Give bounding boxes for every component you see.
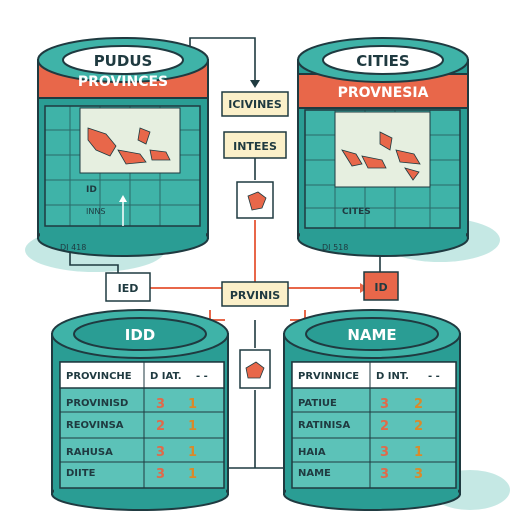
arrow-head-down (250, 80, 260, 88)
name-row1-a: 3 (380, 397, 389, 412)
name-row3-name: HAIA (298, 447, 326, 458)
idd-title: IDD (125, 326, 155, 344)
tag-prvinis[interactable] (221, 281, 289, 307)
idd-row1-name: PROVINISD (66, 398, 128, 409)
idd-row4-b: 1 (188, 467, 197, 482)
provinces-id-label: ID (86, 185, 97, 195)
cities-title: CITIES (356, 52, 409, 70)
idd-row1-a: 3 (156, 397, 165, 412)
tag-icivines[interactable] (221, 91, 289, 117)
name-row4-name: NAME (298, 468, 331, 479)
tag-intees[interactable] (223, 131, 287, 159)
cylinder-idd[interactable] (51, 309, 229, 511)
name-header-col2: D INT. (376, 371, 409, 382)
tag-ied[interactable] (105, 272, 151, 302)
indonesia-map-shape-cities (341, 131, 421, 181)
doc-icon-bottom (239, 349, 271, 389)
name-row2-a: 2 (380, 419, 389, 434)
cylinder-cities[interactable] (297, 37, 469, 257)
idd-row1-b: 1 (188, 397, 197, 412)
idd-row3-a: 3 (156, 445, 165, 460)
name-header-col3: - - (428, 371, 440, 382)
name-row2-b: 2 (414, 419, 423, 434)
idd-row4-name: DIITE (66, 468, 96, 479)
cities-sub-label: CITES (342, 207, 371, 217)
name-row4-a: 3 (380, 467, 389, 482)
idd-header-col2: D IAT. (150, 371, 182, 382)
provinces-sub-label: INNS (86, 207, 105, 216)
idd-header-col1: PROVINCHE (66, 371, 132, 382)
name-header-col1: PRVINNICE (298, 371, 359, 382)
cities-band-label: PROVNESIA (338, 85, 429, 101)
idd-row2-a: 2 (156, 419, 165, 434)
idd-row3-b: 1 (188, 445, 197, 460)
tag-ied-label: IED (118, 282, 139, 295)
tag-intees-label: INTEES (233, 140, 277, 153)
name-row1-b: 2 (414, 397, 423, 412)
name-row4-b: 3 (414, 467, 423, 482)
idd-header-col3: - - (196, 371, 208, 382)
cylinder-name[interactable] (283, 309, 461, 511)
name-row3-b: 1 (414, 445, 423, 460)
name-row3-a: 3 (380, 445, 389, 460)
indonesia-map-shape (87, 127, 171, 165)
idd-row2-name: REOVINSA (66, 420, 124, 431)
idd-row2-b: 1 (188, 419, 197, 434)
tag-prvinis-label: PRVINIS (230, 289, 280, 302)
tag-icivines-label: ICIVINES (228, 98, 282, 111)
name-row1-name: PATIUE (298, 398, 337, 409)
doc-icon-top (236, 181, 274, 219)
tag-id[interactable] (363, 271, 399, 301)
name-row2-name: RATINISA (298, 420, 350, 431)
cylinder-provinces[interactable] (37, 37, 209, 257)
tag-id-label: ID (374, 281, 387, 294)
cities-foot-label: DI 518 (322, 243, 348, 252)
name-title: NAME (347, 326, 396, 344)
idd-row4-a: 3 (156, 467, 165, 482)
idd-row3-name: RAHUSA (66, 447, 113, 458)
provinces-band-label: PROVINCES (78, 74, 168, 90)
provinces-foot-label: DI 418 (60, 243, 86, 252)
provinces-title: PUDUS (94, 52, 153, 70)
